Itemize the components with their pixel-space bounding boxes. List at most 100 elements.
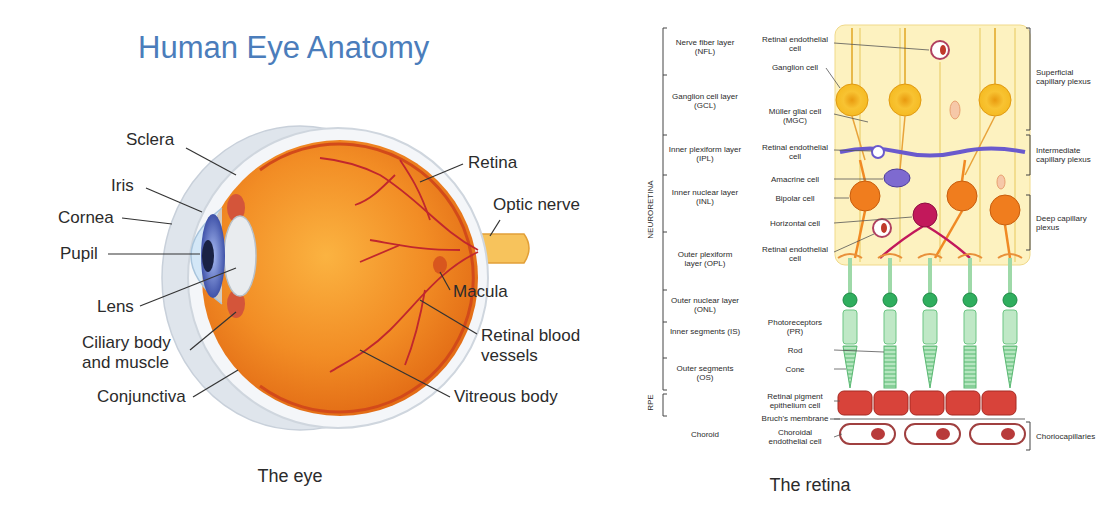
cell-label: Ganglion cell [760, 63, 830, 72]
photoreceptors [964, 346, 976, 388]
layer-brackets [1026, 28, 1030, 130]
leader-lines [834, 198, 849, 199]
cell-label: Photoreceptors (PR) [760, 318, 830, 336]
leader-lines [190, 312, 236, 350]
layer-brackets [1026, 135, 1030, 175]
layer-brackets [1026, 422, 1030, 450]
photoreceptors [838, 254, 1022, 388]
leader-lines [834, 217, 912, 223]
retinal-vessels [330, 252, 478, 372]
muller-columns [860, 28, 1015, 262]
leader-lines [834, 150, 872, 151]
choroid-capillaries [970, 424, 1025, 444]
axons [994, 28, 996, 84]
pupil [202, 240, 214, 272]
vitreous-body [202, 140, 478, 416]
retinal-vessels [370, 240, 460, 250]
plexus-label: Choriocapillaries [1036, 432, 1102, 441]
layer-label: Inner plexiform layer (IPL) [668, 145, 742, 163]
cell-label: Rod [760, 346, 830, 355]
photoreceptors [963, 293, 977, 307]
part-label: Cornea [58, 208, 138, 228]
leader-lines [834, 179, 883, 180]
photoreceptors [923, 346, 937, 388]
muller-columns [939, 62, 941, 262]
muller-columns [899, 28, 901, 262]
retina-drawing [940, 45, 946, 55]
leader-lines [420, 300, 477, 334]
leader-lines [826, 68, 840, 88]
photoreceptors [843, 293, 857, 307]
leader-lines [834, 369, 846, 370]
dendrites [900, 116, 905, 170]
layer-brackets [1026, 195, 1030, 250]
retina-drawing [950, 101, 960, 119]
leader-lines [140, 268, 236, 306]
part-label: Retina [468, 153, 548, 173]
ganglion-cell [836, 84, 868, 116]
part-label: Sclera [126, 130, 216, 150]
figure-caption: The eye [220, 466, 360, 487]
part-label: Lens [97, 297, 157, 317]
choroid-capillaries [871, 428, 885, 440]
leader-lines [420, 164, 463, 182]
bipolar-processes [962, 160, 965, 181]
leader-lines [834, 114, 868, 122]
layer-label: Inner nuclear layer (INL) [668, 188, 742, 206]
cell-label: Horizontal cell [760, 219, 830, 228]
leader-lines [122, 218, 172, 224]
bipolar-processes [855, 211, 865, 258]
leader-lines [146, 188, 202, 212]
lens [224, 216, 256, 296]
layer-label: Inner segments (IS) [668, 327, 742, 336]
amacrine-cell [884, 169, 910, 187]
photoreceptors [843, 293, 1017, 307]
layer-brackets [663, 28, 664, 390]
photoreceptors [843, 310, 857, 344]
part-label: Vitreous body [454, 387, 604, 407]
retina-drawing [830, 25, 1030, 444]
intermediate-plexus [840, 149, 1025, 156]
iris [201, 214, 225, 298]
retina-layer [260, 144, 473, 412]
layer-label: Outer segments (OS) [668, 364, 742, 382]
retinal-vessels [355, 175, 395, 205]
part-label: Pupil [60, 244, 130, 264]
cell-label: Retinal endothelial cell [760, 245, 830, 263]
dendrites [852, 116, 995, 175]
cell-label: Müller glial cell (MGC) [760, 107, 830, 125]
part-label: Macula [453, 282, 543, 302]
part-label: Ciliary body and muscle [82, 333, 200, 372]
region-label: NEURORETINA [646, 170, 655, 250]
leader-lines [193, 370, 238, 397]
photoreceptors [964, 310, 976, 344]
choroid-capillaries [936, 428, 950, 440]
part-label: Retinal blood vessels [481, 326, 599, 365]
axons [904, 28, 906, 84]
photoreceptors [843, 346, 1017, 388]
photoreceptors [888, 258, 892, 294]
leader-lines [834, 401, 840, 402]
vessel [873, 219, 891, 237]
photoreceptors [928, 258, 932, 294]
horizontal-processes [880, 225, 970, 258]
figure-caption: The retina [740, 475, 880, 496]
photoreceptors [843, 310, 1017, 344]
layer-label: Outer nuclear layer (ONL) [668, 296, 742, 314]
retinal-vessels [320, 158, 478, 372]
choroid-capillaries [905, 424, 960, 444]
layer-brackets [663, 28, 1030, 450]
layer-label: Nerve fiber layer (NFL) [668, 38, 742, 56]
cell-label: Amacrine cell [760, 175, 830, 184]
photoreceptors [1008, 258, 1012, 294]
muller-columns [1014, 28, 1016, 262]
axons [851, 28, 853, 84]
cell-label: Retinal endothelial cell [760, 35, 830, 53]
layer-brackets [663, 394, 667, 416]
bipolar-cell [850, 181, 880, 211]
layer-label: Choroid [668, 430, 742, 439]
photoreceptors [923, 293, 937, 307]
retinal-vessels [320, 158, 478, 250]
leader-lines [360, 350, 450, 397]
ganglion-cell [979, 84, 1011, 116]
